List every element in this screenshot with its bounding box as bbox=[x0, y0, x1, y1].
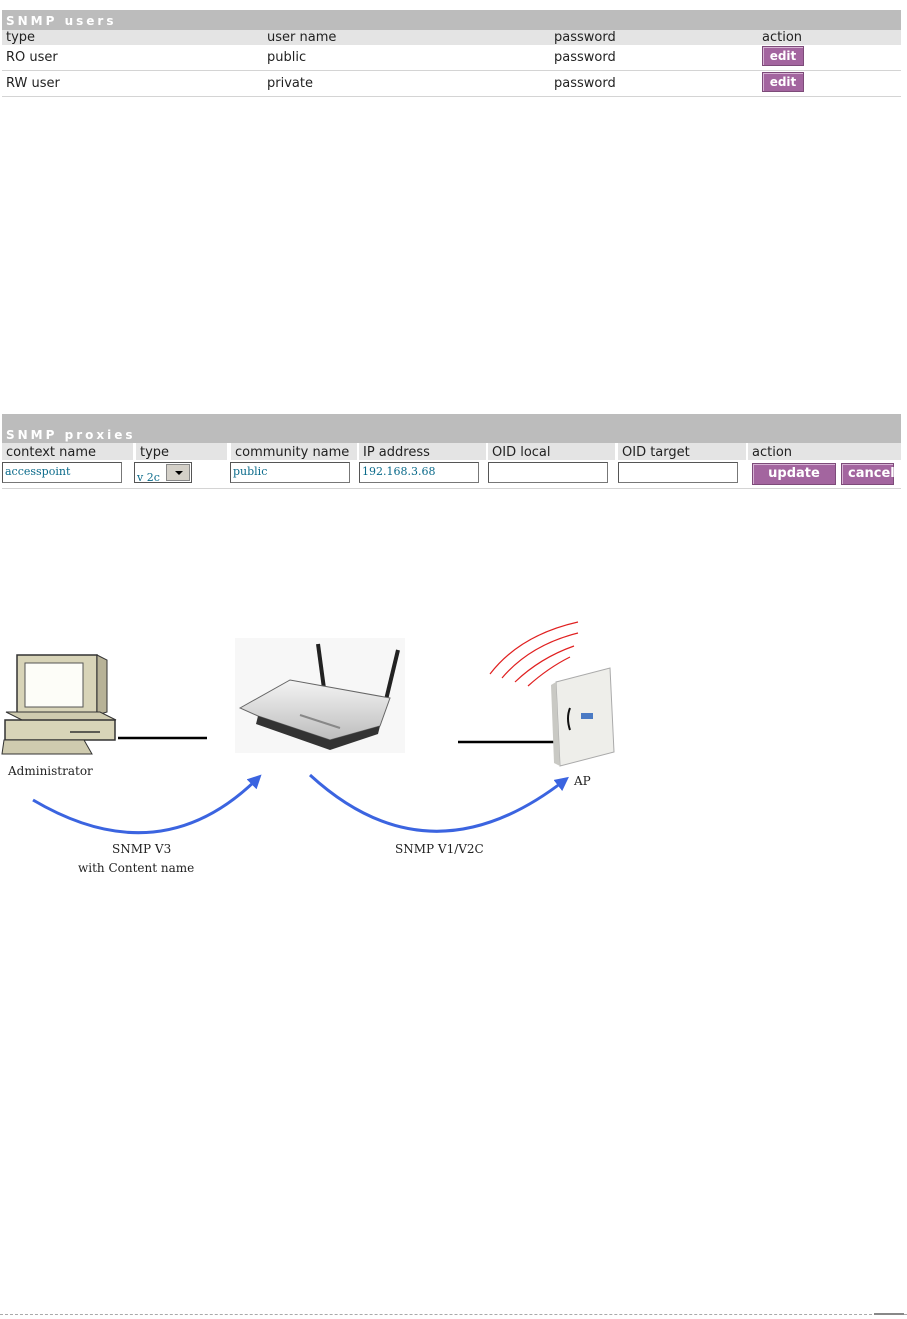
user-type: RW user bbox=[6, 71, 60, 96]
type-select-value: v 2c bbox=[137, 465, 160, 490]
user-password: password bbox=[554, 71, 616, 96]
community-name-input[interactable]: public bbox=[230, 462, 350, 483]
column-header-password: password bbox=[554, 30, 616, 45]
snmp-v3-label: SNMP V3 bbox=[112, 842, 171, 856]
column-header-action: action bbox=[748, 443, 901, 460]
column-header-action: action bbox=[762, 30, 802, 45]
snmp-v3-arrow bbox=[33, 778, 258, 833]
edit-button[interactable]: edit bbox=[762, 46, 804, 66]
administrator-label: Administrator bbox=[8, 764, 93, 778]
oid-local-input[interactable] bbox=[488, 462, 608, 483]
snmp-users-panel: SNMP users type user name password actio… bbox=[2, 10, 901, 97]
ap-label: AP bbox=[574, 774, 591, 788]
user-password: password bbox=[554, 45, 616, 70]
panel-title: SNMP proxies bbox=[2, 414, 901, 443]
update-button[interactable]: update bbox=[752, 463, 836, 485]
table-row: RO user public password edit bbox=[2, 45, 901, 71]
column-header-type: type bbox=[133, 443, 227, 460]
panel-title: SNMP users bbox=[2, 10, 901, 30]
access-point-icon bbox=[551, 668, 614, 766]
computer-icon bbox=[2, 655, 116, 754]
table-header: type user name password action bbox=[2, 30, 901, 45]
cancel-button[interactable]: cancel bbox=[841, 463, 894, 485]
snmp-v1-v2c-arrow bbox=[310, 775, 565, 831]
snmp-proxies-panel: SNMP proxies context name type community… bbox=[2, 414, 901, 489]
context-name-input[interactable]: accesspoint bbox=[2, 462, 122, 483]
user-name: private bbox=[267, 71, 313, 96]
router-icon bbox=[235, 638, 405, 753]
table-row: accesspoint v 2c public 192.168.3.68 upd… bbox=[2, 460, 901, 489]
table-header: context name type community name IP addr… bbox=[2, 443, 901, 460]
column-header-community-name: community name bbox=[230, 443, 357, 460]
snmp-v1-v2c-label: SNMP V1/V2C bbox=[395, 842, 484, 856]
user-name: public bbox=[267, 45, 306, 70]
column-header-type: type bbox=[6, 30, 35, 45]
edit-button[interactable]: edit bbox=[762, 72, 804, 92]
table-row: RW user private password edit bbox=[2, 71, 901, 97]
snmp-v3-sub-label: with Content name bbox=[78, 861, 194, 875]
type-select[interactable]: v 2c bbox=[134, 462, 192, 483]
footer-divider bbox=[0, 1314, 907, 1315]
column-header-user-name: user name bbox=[267, 30, 336, 45]
column-header-oid-local: OID local bbox=[488, 443, 615, 460]
user-type: RO user bbox=[6, 45, 58, 70]
footer-page-mark bbox=[874, 1313, 904, 1315]
chevron-down-icon[interactable] bbox=[166, 464, 190, 481]
column-header-ip-address: IP address bbox=[359, 443, 486, 460]
oid-target-input[interactable] bbox=[618, 462, 738, 483]
wireless-signal-icon bbox=[490, 622, 578, 686]
column-header-oid-target: OID target bbox=[618, 443, 746, 460]
network-diagram: Administrator AP SNMP V3 with Content na… bbox=[0, 600, 907, 900]
ip-address-input[interactable]: 192.168.3.68 bbox=[359, 462, 479, 483]
